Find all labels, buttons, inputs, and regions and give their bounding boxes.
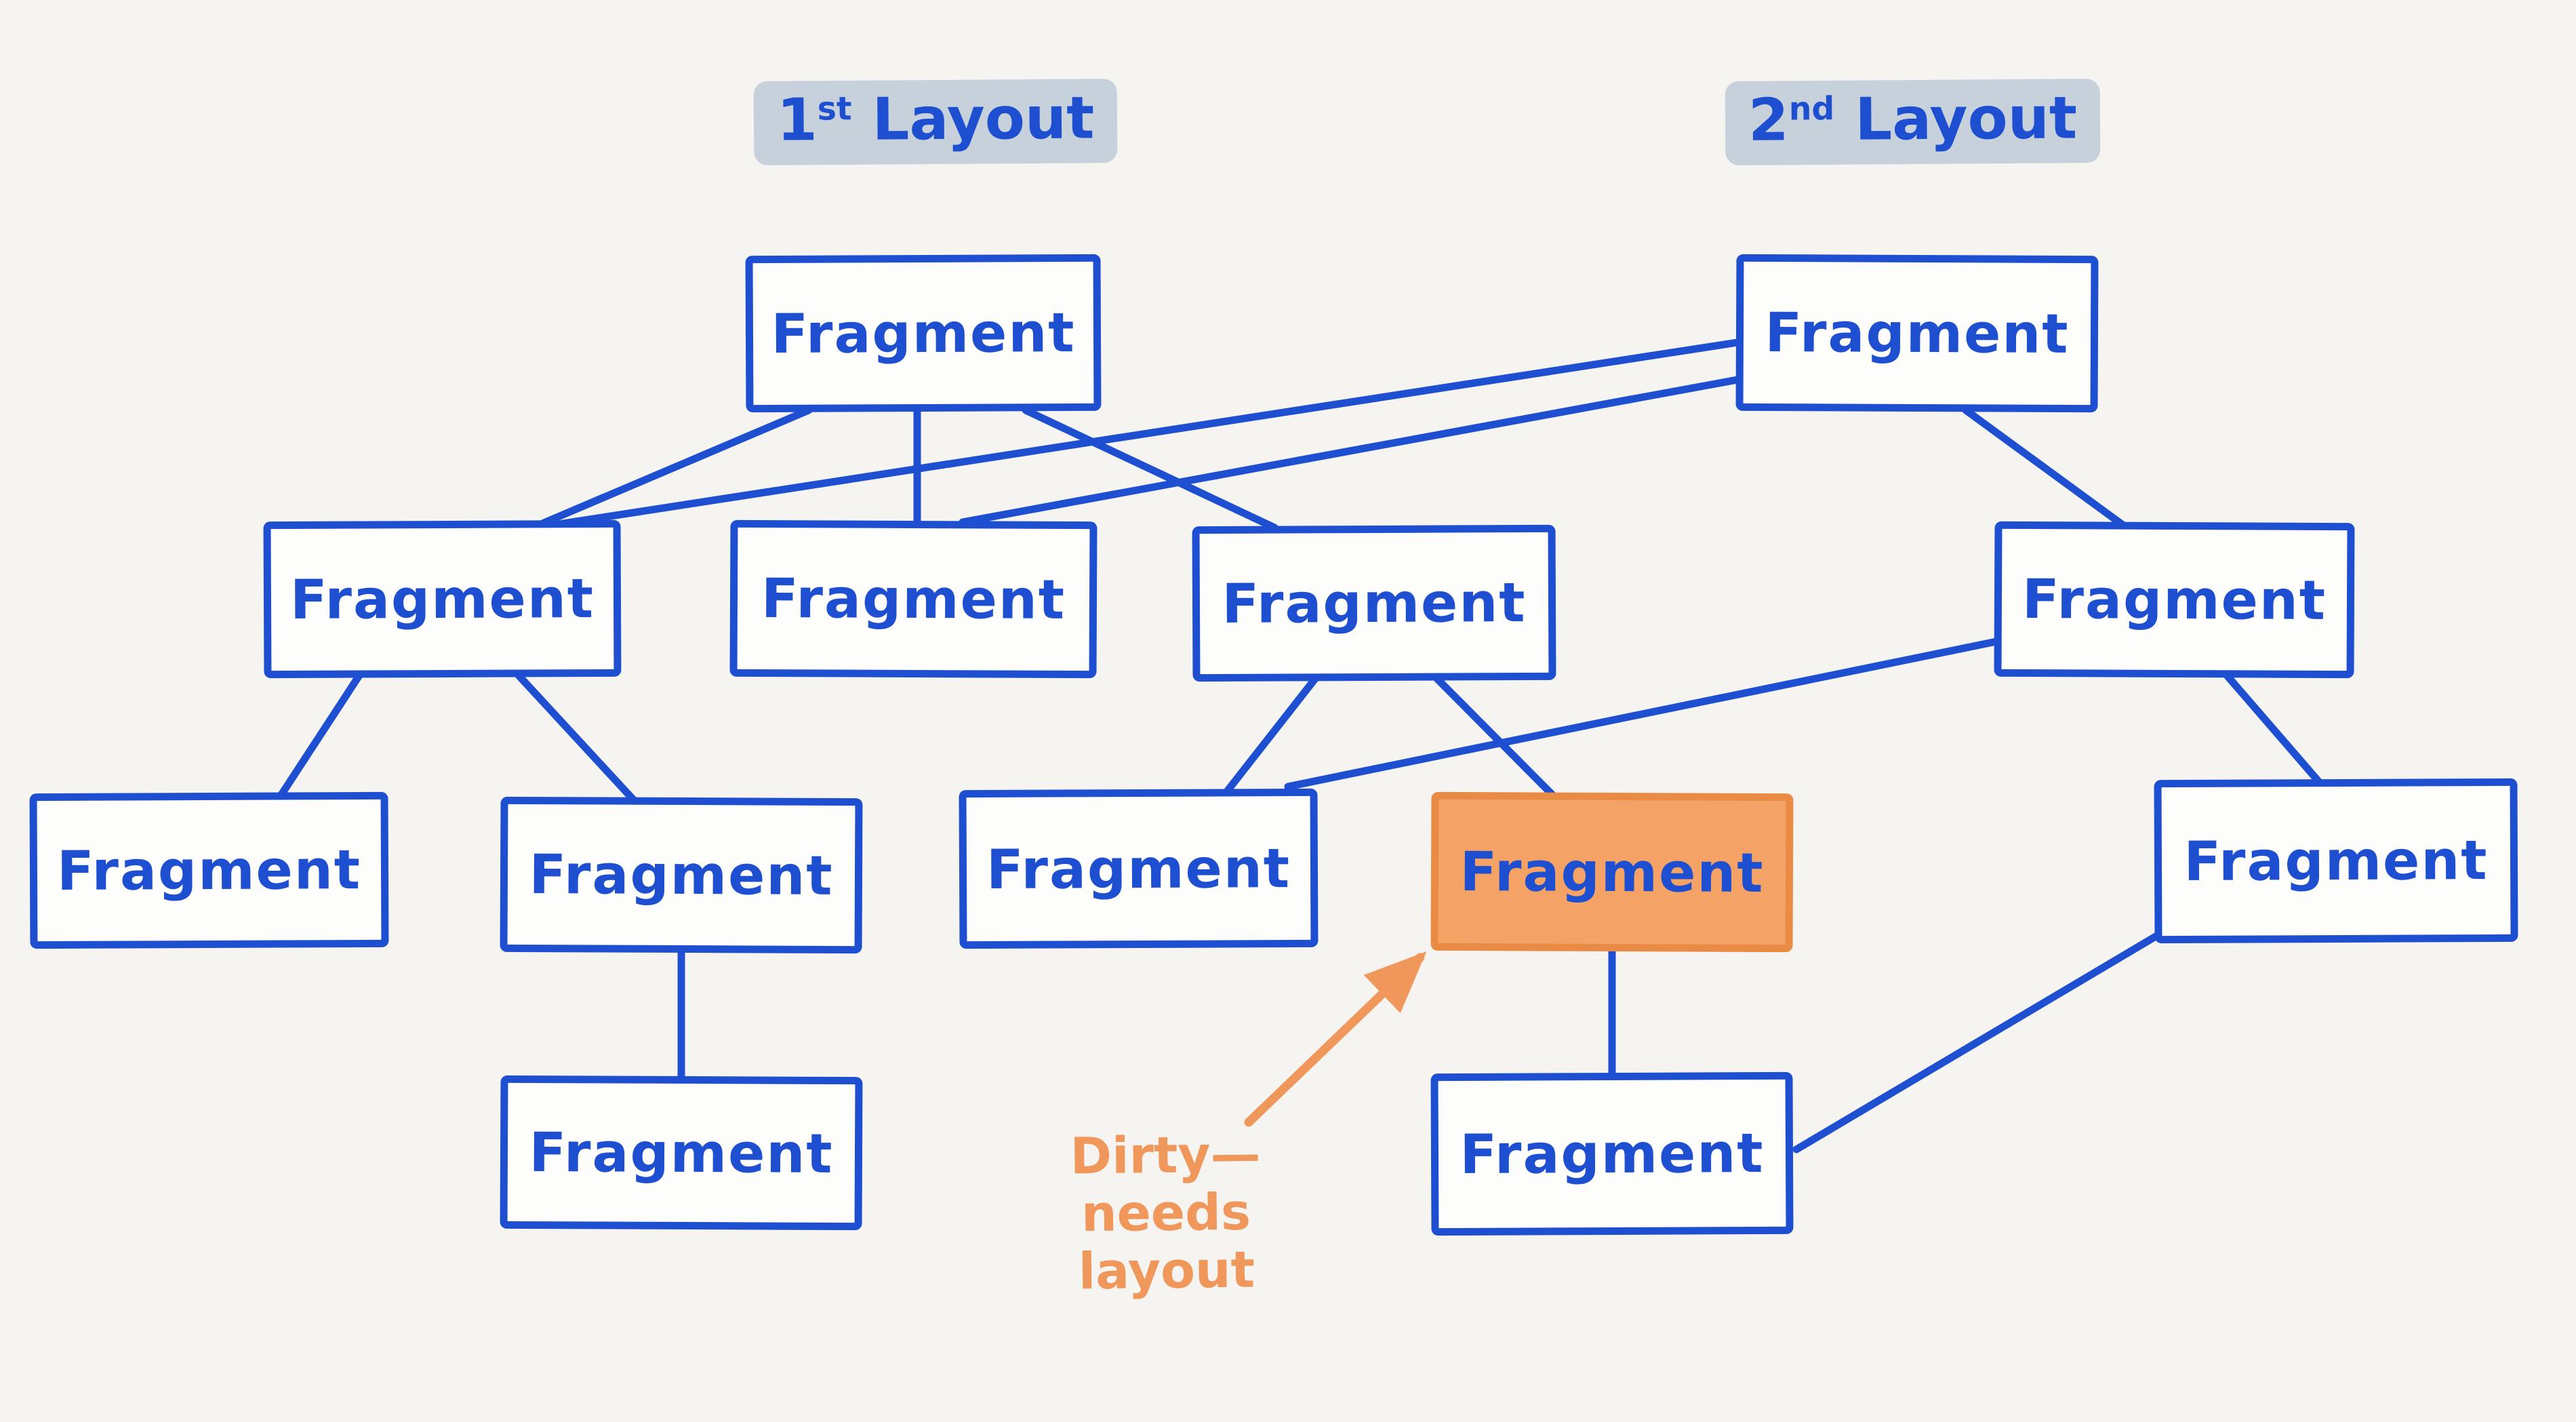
fragment-node: Fragment: [1430, 1071, 1794, 1236]
fragment-node: Fragment: [729, 519, 1098, 679]
annotation-line: needs: [1081, 1183, 1251, 1244]
edge-line: [1792, 926, 2170, 1153]
fragment-node: Fragment: [500, 1075, 863, 1231]
fragment-node: Fragment: [500, 796, 863, 954]
fragment-node: Fragment: [1735, 254, 2099, 413]
edge-line: [515, 671, 638, 804]
fragment-node: Fragment: [2154, 778, 2518, 944]
edge-line: [2223, 671, 2322, 785]
edge-line: [1022, 406, 1279, 532]
dirty-needs-layout-label: Dirty— needs layout: [996, 1125, 1337, 1302]
edge-line: [1284, 637, 2004, 791]
fragment-node: Fragment: [959, 788, 1319, 949]
edge-line: [1962, 406, 2126, 528]
fragment-node: Fragment: [263, 519, 622, 679]
edge-line: [959, 376, 1742, 526]
fragment-node: Fragment: [1192, 524, 1556, 682]
edge-line: [538, 406, 813, 528]
fragment-node: Fragment: [29, 791, 389, 949]
annotation-line: layout: [1078, 1240, 1255, 1301]
fragment-node-dirty: Fragment: [1430, 791, 1794, 953]
annotation-line: Dirty—: [1070, 1125, 1261, 1186]
edge-line: [1433, 675, 1556, 799]
edge-line: [559, 338, 1742, 528]
fragment-node: Fragment: [745, 254, 1102, 413]
fragment-node: Fragment: [1994, 521, 2355, 679]
dirty-arrow: [1244, 951, 1427, 1127]
edge-line: [277, 671, 363, 799]
edge-line: [1223, 675, 1319, 795]
